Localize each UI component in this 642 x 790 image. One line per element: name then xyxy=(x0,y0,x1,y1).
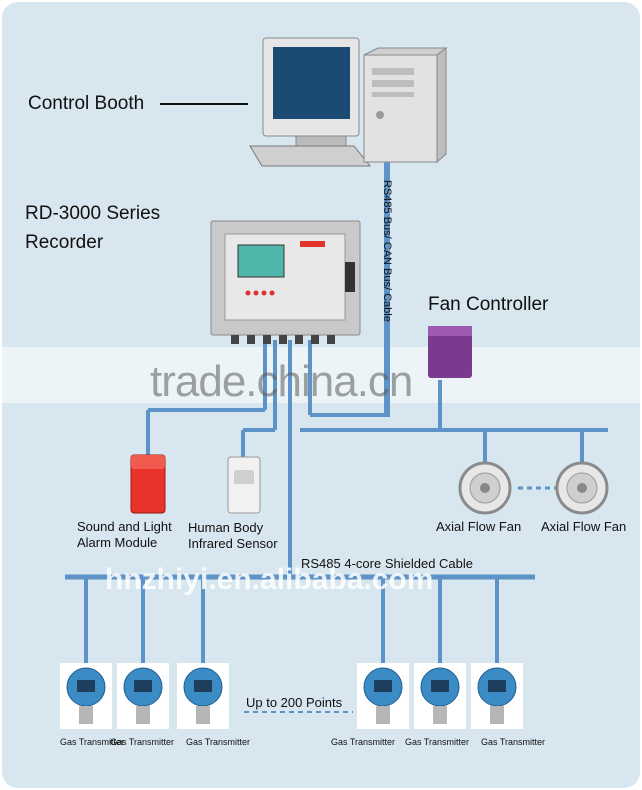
watermark-secondary: hnzhiyi.en.alibaba.com xyxy=(105,563,434,596)
points-label: Up to 200 Points xyxy=(246,695,343,710)
gas-transmitter-icon xyxy=(471,663,523,729)
sensor-label-line1: Human Body xyxy=(188,520,264,535)
infrared-sensor-icon xyxy=(227,456,261,514)
axial-fan-right-icon xyxy=(555,461,609,515)
control-booth-label: Control Booth xyxy=(28,93,145,114)
gas-transmitter-label: Gas Transmitter xyxy=(186,737,251,747)
gas-transmitter-icon xyxy=(357,663,409,729)
axial-fan-left-label: Axial Flow Fan xyxy=(436,519,522,534)
gas-transmitter-label: Gas Transmitter xyxy=(60,737,125,747)
watermark-primary: trade.china.cn xyxy=(150,357,413,406)
fan-controller-icon xyxy=(428,326,472,378)
gas-transmitter-label: Gas Transmitter xyxy=(110,737,175,747)
alarm-module-icon xyxy=(130,454,166,514)
gas-transmitter-label: Gas Transmitter xyxy=(481,737,546,747)
gas-transmitter-icon xyxy=(177,663,229,729)
fan-controller-label: Fan Controller xyxy=(428,294,549,315)
gas-transmitter-icon xyxy=(60,663,112,729)
recorder-device-icon xyxy=(210,220,361,344)
alarm-label-line2: Alarm Module xyxy=(77,535,158,550)
sensor-label-line2: Infrared Sensor xyxy=(188,536,278,551)
axial-fan-right-label: Axial Flow Fan xyxy=(541,519,627,534)
recorder-title-line1: RD-3000 Series xyxy=(25,203,161,224)
bus-label: RS485 Bus/ CAN Bus/ Cable xyxy=(381,180,393,322)
gas-transmitter-label: Gas Transmitter xyxy=(331,737,396,747)
connection-lines xyxy=(65,103,608,713)
watermark-band xyxy=(0,347,642,403)
axial-fan-left-icon xyxy=(458,461,512,515)
gas-transmitter-label: Gas Transmitter xyxy=(405,737,470,747)
computer-icon xyxy=(249,37,448,167)
alarm-label-line1: Sound and Light xyxy=(77,519,172,534)
gas-transmitter-icon xyxy=(117,663,169,729)
gas-transmitter-icon xyxy=(414,663,466,729)
recorder-title-line2: Recorder xyxy=(25,232,104,253)
shielded-cable-label: RS485 4-core Shielded Cable xyxy=(301,556,473,571)
